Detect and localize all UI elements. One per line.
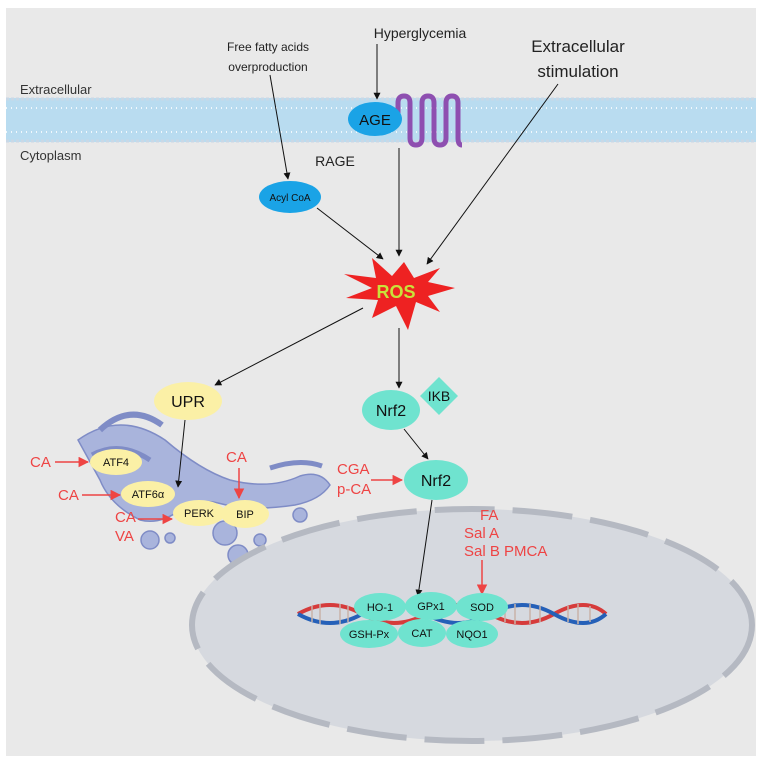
- age-label: AGE: [359, 112, 391, 129]
- atf4-label: ATF4: [103, 457, 129, 469]
- label-hyperglycemia: Hyperglycemia: [374, 25, 467, 41]
- compound-sal-a: Sal A: [464, 525, 499, 542]
- compound-cga: CGA: [337, 461, 370, 478]
- cat-node: [398, 619, 446, 647]
- nqo1-label: NQO1: [456, 629, 487, 641]
- ikb-node: [420, 377, 458, 415]
- rage-label: RAGE: [315, 153, 355, 169]
- gpx1-label: GPx1: [417, 601, 445, 613]
- nrf2-label: Nrf2: [421, 473, 451, 490]
- nrf2-node: [404, 460, 468, 500]
- rage-receptor: [395, 93, 463, 148]
- compound-fa: FA: [480, 507, 498, 524]
- label-free-fatty-acids: Free fatty acids: [227, 40, 309, 54]
- ikb-label: IKB: [428, 388, 451, 404]
- acyl-coa-label: Acyl CoA: [269, 193, 310, 204]
- sod-label: SOD: [470, 602, 494, 614]
- compound-sal-b-pmca: Sal B PMCA: [464, 543, 547, 560]
- gpx1-node: [405, 592, 457, 620]
- nqo1-node: [446, 620, 498, 648]
- age-node: [348, 102, 402, 136]
- bip-node: [221, 500, 269, 528]
- compound-va-perk: VA: [115, 528, 134, 545]
- arrow-acylcoa-to-ros: [316, 207, 384, 260]
- arrow-ffa-to-acylcoa: [269, 74, 291, 180]
- compound-ca-perk: CA: [115, 509, 136, 526]
- ros-burst: [344, 258, 455, 330]
- sod-node: [456, 593, 508, 621]
- ho1-node: [354, 593, 406, 621]
- nrf2-complex-label: Nrf2: [376, 403, 406, 420]
- arrow-nrf2-release: [403, 428, 429, 460]
- compound-pca: p-CA: [337, 481, 371, 498]
- atf6a-label: ATF6α: [132, 489, 165, 501]
- arrow-ros-to-upr: [214, 307, 364, 386]
- arrow-nrf2-to-nucleus: [415, 499, 433, 597]
- bip-label: BIP: [236, 509, 254, 521]
- label-extracellular-stimulation-1: Extracellular: [531, 37, 625, 56]
- gshpx-label: GSH-Px: [349, 629, 390, 641]
- ros-label: ROS: [376, 282, 415, 302]
- nuclear-envelope: [189, 506, 755, 744]
- upr-label: UPR: [171, 394, 205, 411]
- ho1-label: HO-1: [367, 602, 393, 614]
- arrow-stimulation-to-ros: [426, 83, 559, 265]
- compound-ca-atf4: CA: [30, 454, 51, 471]
- atf6a-node: [121, 481, 175, 507]
- perk-label: PERK: [184, 508, 215, 520]
- acyl-coa-node: [259, 181, 321, 213]
- label-extracellular-stimulation-2: stimulation: [537, 62, 618, 81]
- label-overproduction: overproduction: [228, 60, 307, 74]
- compound-ca-atf6: CA: [58, 487, 79, 504]
- arrow-upr-to-er: [175, 419, 186, 488]
- label-cytoplasm: Cytoplasm: [20, 148, 81, 163]
- nrf2-complex-node: [362, 390, 420, 430]
- gshpx-node: [340, 620, 398, 648]
- cat-label: CAT: [411, 628, 432, 640]
- perk-node: [173, 500, 225, 526]
- label-extracellular: Extracellular: [20, 82, 92, 97]
- upr-node: [154, 382, 222, 420]
- compound-ca-bip: CA: [226, 449, 247, 466]
- atf4-node: [90, 449, 142, 475]
